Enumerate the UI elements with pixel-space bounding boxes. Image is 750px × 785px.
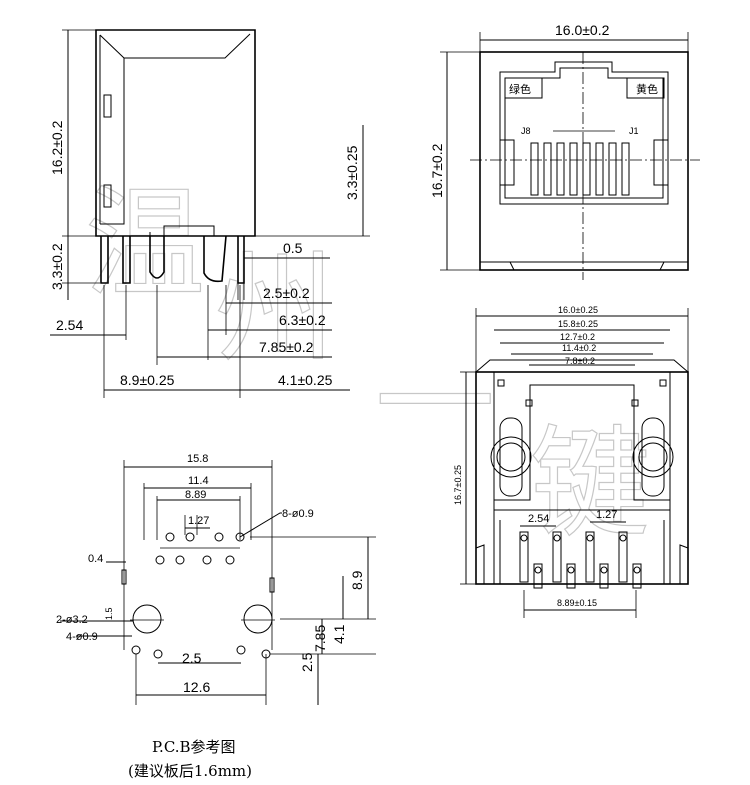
led-box-right bbox=[626, 77, 665, 99]
label-4-holes: 4-ø0.9 bbox=[66, 631, 98, 643]
dim-bottom-pitch-1-27: 1.27 bbox=[596, 509, 617, 521]
dim-pcb-2-5: 2.5 bbox=[182, 650, 202, 666]
dim-bottom-w3: 12.7±0.2 bbox=[560, 332, 595, 342]
dim-bottom-w2: 15.8±0.25 bbox=[558, 319, 598, 329]
pcb-caption-note: (建议板后1.6mm) bbox=[128, 762, 252, 780]
dim-pin-width: 0.5 bbox=[283, 240, 303, 256]
side-pin-hook bbox=[203, 235, 227, 283]
dim-pin-length: 3.3±0.2 bbox=[49, 243, 65, 290]
dim-pcb-1-27: 1.27 bbox=[188, 515, 209, 527]
bottom-post-left bbox=[499, 417, 523, 497]
dim-pitch-2-5: 2.5±0.2 bbox=[263, 285, 310, 301]
dim-pcb-1-5: 1.5 bbox=[104, 607, 114, 620]
side-pin-2 bbox=[122, 236, 131, 284]
pin-label-j1: J1 bbox=[629, 126, 639, 136]
pin-label-j8: J8 bbox=[521, 126, 531, 136]
dim-height-total: 16.2±0.2 bbox=[49, 120, 65, 175]
label-2-holes: 2-ø3.2 bbox=[56, 614, 88, 626]
side-top-chamfer bbox=[124, 33, 251, 59]
dim-bottom-w5: 7.8±0.2 bbox=[565, 356, 595, 366]
dim-front-width: 16.0±0.2 bbox=[555, 22, 610, 38]
front-port-opening bbox=[499, 61, 669, 205]
dim-pcb-8-9: 8.9 bbox=[349, 570, 365, 590]
bottom-body-outline bbox=[475, 371, 689, 585]
dim-span-8-9: 8.9±0.25 bbox=[120, 372, 175, 388]
dim-pcb-12-6: 12.6 bbox=[183, 679, 210, 695]
label-8-holes: 8-ø0.9 bbox=[282, 508, 314, 520]
led-box-left bbox=[504, 77, 543, 99]
dim-bottom-height: 16.7±0.25 bbox=[453, 465, 463, 505]
side-slot-lower bbox=[103, 184, 112, 208]
pcb-signal-holes bbox=[155, 532, 245, 565]
led-label-left: 绿色 bbox=[509, 82, 531, 96]
bottom-post-right bbox=[641, 417, 665, 497]
dim-pcb-2-5-v: 2.5 bbox=[299, 652, 315, 672]
front-contacts bbox=[530, 142, 630, 196]
pcb-footprint: 15.8 11.4 8.89 1.27 8-ø0.9 0.4 bbox=[56, 453, 376, 780]
dim-bottom-pitch-2-54: 2.54 bbox=[528, 513, 549, 525]
dim-pcb-15-8: 15.8 bbox=[187, 453, 208, 465]
dim-pcb-8-89: 8.89 bbox=[185, 489, 206, 501]
watermark-char-2: 州 bbox=[215, 240, 335, 379]
side-tab-left bbox=[99, 34, 125, 225]
dim-pcb-11-4: 11.4 bbox=[188, 475, 209, 487]
side-view: 16.2±0.2 3.3±0.2 3.3±0.25 0.5 2.5±0.2 6.… bbox=[49, 29, 370, 398]
bottom-pins bbox=[519, 531, 642, 589]
dim-front-height: 16.7±0.2 bbox=[429, 143, 445, 198]
led-label-right: 黄色 bbox=[636, 82, 658, 96]
front-view: 绿色 黄色 J8 J1 16.0±0.2 16.7±0.2 bbox=[429, 22, 700, 280]
dim-bottom-w4: 11.4±0.2 bbox=[562, 343, 596, 353]
dim-top-offset: 3.3±0.25 bbox=[344, 145, 360, 200]
watermark-char-4: 键 bbox=[530, 415, 650, 554]
side-slot-upper bbox=[103, 94, 112, 118]
side-inner-cutout bbox=[149, 225, 215, 236]
dim-span-7-85: 7.85±0.2 bbox=[259, 339, 314, 355]
dim-pcb-4-1: 4.1 bbox=[331, 624, 347, 644]
side-pin-post bbox=[149, 236, 165, 279]
side-pin-1 bbox=[100, 236, 109, 284]
watermark-char-3: 一 bbox=[375, 335, 495, 474]
pcb-mount-hole-left bbox=[132, 604, 162, 634]
dim-span-4-1: 4.1±0.25 bbox=[278, 372, 333, 388]
watermark-char-1: 温 bbox=[85, 175, 205, 314]
bottom-view: 16.0±0.25 15.8±0.25 12.7±0.2 11.4±0.2 7.… bbox=[453, 305, 689, 618]
pcb-mount-hole-right bbox=[243, 604, 273, 634]
dim-pcb-0-4: 0.4 bbox=[88, 553, 103, 565]
dim-bottom-w1: 16.0±0.25 bbox=[558, 305, 598, 315]
dim-span-6-3: 6.3±0.2 bbox=[279, 312, 326, 328]
pcb-caption-title: P.C.B参考图 bbox=[152, 738, 236, 756]
dim-offset-2-54: 2.54 bbox=[56, 317, 83, 333]
dim-bottom-span-8-89: 8.89±0.15 bbox=[557, 598, 597, 608]
dim-pcb-7-85: 7.85 bbox=[312, 625, 328, 652]
